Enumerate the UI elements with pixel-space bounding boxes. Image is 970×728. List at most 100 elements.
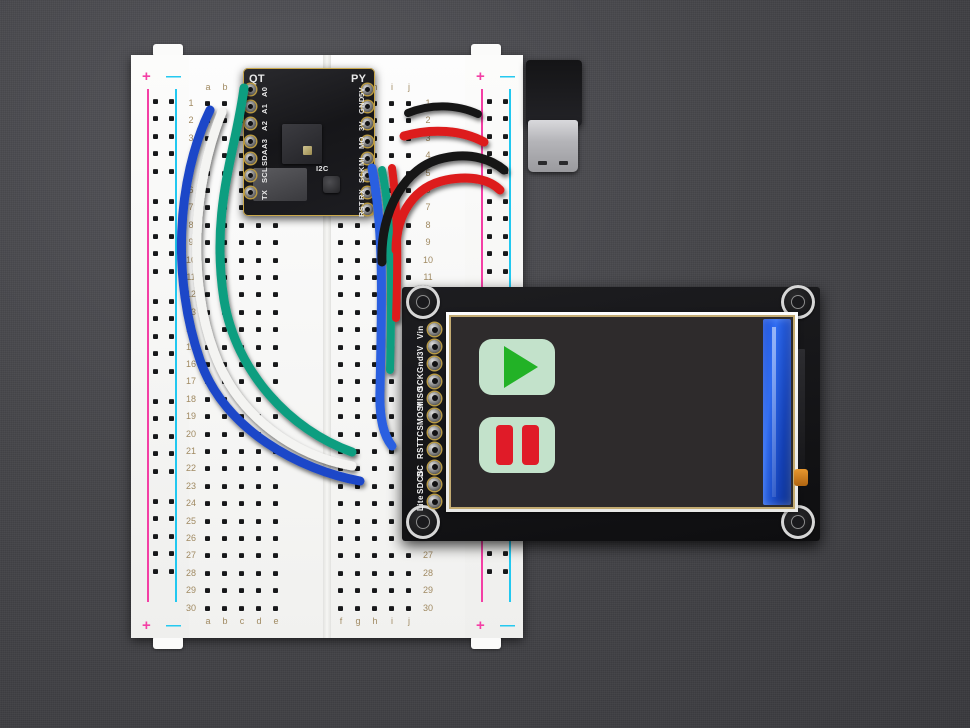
power-rail-hole[interactable] bbox=[153, 216, 158, 222]
breadboard-hole[interactable] bbox=[222, 396, 227, 402]
breadboard-hole[interactable] bbox=[256, 536, 261, 541]
breadboard-hole[interactable] bbox=[222, 588, 227, 594]
breadboard-hole[interactable] bbox=[239, 362, 244, 367]
breadboard-hole[interactable] bbox=[273, 431, 278, 437]
breadboard-hole[interactable] bbox=[273, 501, 278, 507]
breadboard-hole[interactable] bbox=[389, 449, 394, 454]
power-rail-hole[interactable] bbox=[169, 516, 174, 522]
breadboard-hole[interactable] bbox=[389, 205, 394, 211]
breadboard-hole[interactable] bbox=[222, 101, 227, 106]
breadboard-hole[interactable] bbox=[239, 553, 244, 559]
power-rail-hole[interactable] bbox=[169, 451, 174, 457]
breadboard-hole[interactable] bbox=[239, 449, 244, 454]
power-rail-hole[interactable] bbox=[169, 351, 174, 357]
breadboard-hole[interactable] bbox=[372, 362, 377, 367]
breadboard-hole[interactable] bbox=[273, 553, 278, 559]
breadboard-hole[interactable] bbox=[205, 344, 210, 350]
breadboard-hole[interactable] bbox=[273, 449, 278, 454]
breadboard-hole[interactable] bbox=[205, 414, 210, 420]
breadboard-hole[interactable] bbox=[389, 101, 394, 106]
breadboard-hole[interactable] bbox=[389, 188, 394, 193]
power-rail-hole[interactable] bbox=[169, 233, 174, 239]
power-rail-hole[interactable] bbox=[503, 133, 508, 139]
breadboard-hole[interactable] bbox=[338, 518, 343, 524]
breadboard-hole[interactable] bbox=[355, 414, 360, 420]
breadboard-hole[interactable] bbox=[273, 483, 278, 489]
breadboard-hole[interactable] bbox=[406, 153, 411, 159]
tft-pad-rst[interactable] bbox=[428, 443, 441, 457]
breadboard-hole[interactable] bbox=[273, 275, 278, 280]
breadboard-hole[interactable] bbox=[389, 362, 394, 367]
breadboard-hole[interactable] bbox=[256, 553, 261, 559]
breadboard-hole[interactable] bbox=[205, 101, 210, 106]
power-rail-hole[interactable] bbox=[153, 533, 158, 539]
qtpy-pad-a3[interactable] bbox=[245, 135, 256, 147]
breadboard-hole[interactable] bbox=[389, 344, 394, 350]
qtpy-pad-sda[interactable] bbox=[245, 152, 256, 164]
power-rail-hole[interactable] bbox=[169, 99, 174, 104]
breadboard-hole[interactable] bbox=[222, 466, 227, 472]
breadboard-hole[interactable] bbox=[239, 240, 244, 246]
breadboard-hole[interactable] bbox=[389, 466, 394, 472]
breadboard-hole[interactable] bbox=[222, 257, 227, 263]
breadboard-hole[interactable] bbox=[338, 292, 343, 298]
breadboard-hole[interactable] bbox=[372, 449, 377, 454]
breadboard-hole[interactable] bbox=[338, 257, 343, 263]
breadboard-hole[interactable] bbox=[222, 431, 227, 437]
power-rail-hole[interactable] bbox=[487, 151, 492, 157]
breadboard-hole[interactable] bbox=[239, 344, 244, 350]
breadboard-hole[interactable] bbox=[273, 536, 278, 541]
breadboard-hole[interactable] bbox=[222, 188, 227, 193]
breadboard-hole[interactable] bbox=[406, 135, 411, 141]
qtpy-pad-a1[interactable] bbox=[245, 101, 256, 113]
breadboard-hole[interactable] bbox=[355, 588, 360, 594]
breadboard-hole[interactable] bbox=[222, 379, 227, 385]
breadboard-hole[interactable] bbox=[222, 518, 227, 524]
power-rail-hole[interactable] bbox=[153, 399, 158, 404]
breadboard-hole[interactable] bbox=[372, 396, 377, 402]
breadboard-hole[interactable] bbox=[205, 605, 210, 611]
breadboard-hole[interactable] bbox=[222, 292, 227, 298]
power-rail-hole[interactable] bbox=[169, 168, 174, 174]
power-rail-hole[interactable] bbox=[503, 168, 508, 174]
power-rail-hole[interactable] bbox=[153, 568, 158, 574]
reset-button[interactable] bbox=[323, 176, 340, 193]
breadboard-hole[interactable] bbox=[205, 118, 210, 124]
power-rail-hole[interactable] bbox=[153, 316, 158, 322]
breadboard-hole[interactable] bbox=[273, 327, 278, 333]
breadboard-hole[interactable] bbox=[355, 240, 360, 246]
breadboard-hole[interactable] bbox=[256, 431, 261, 437]
power-rail-hole[interactable] bbox=[503, 568, 508, 574]
breadboard-hole[interactable] bbox=[256, 257, 261, 263]
power-rail-hole[interactable] bbox=[169, 551, 174, 557]
power-rail-hole[interactable] bbox=[503, 233, 508, 239]
power-rail-hole[interactable] bbox=[169, 316, 174, 322]
breadboard-hole[interactable] bbox=[239, 536, 244, 541]
breadboard-hole[interactable] bbox=[239, 379, 244, 385]
power-rail-hole[interactable] bbox=[153, 133, 158, 139]
breadboard-hole[interactable] bbox=[389, 153, 394, 159]
breadboard-hole[interactable] bbox=[355, 275, 360, 280]
breadboard-hole[interactable] bbox=[338, 275, 343, 280]
breadboard-hole[interactable] bbox=[372, 588, 377, 594]
power-rail-hole[interactable] bbox=[153, 468, 158, 474]
breadboard-hole[interactable] bbox=[355, 570, 360, 576]
breadboard-hole[interactable] bbox=[205, 362, 210, 367]
breadboard-hole[interactable] bbox=[406, 118, 411, 124]
breadboard-hole[interactable] bbox=[338, 344, 343, 350]
qtpy-pad-a2[interactable] bbox=[245, 118, 256, 130]
power-rail-hole[interactable] bbox=[153, 299, 158, 304]
breadboard-hole[interactable] bbox=[406, 205, 411, 211]
breadboard-hole[interactable] bbox=[273, 240, 278, 246]
breadboard-hole[interactable] bbox=[205, 188, 210, 193]
tft-pad-sck[interactable] bbox=[428, 374, 441, 388]
breadboard-hole[interactable] bbox=[338, 501, 343, 507]
qtpy-pad-a0[interactable] bbox=[245, 84, 256, 95]
breadboard-hole[interactable] bbox=[273, 466, 278, 472]
breadboard-hole[interactable] bbox=[372, 605, 377, 611]
breadboard-hole[interactable] bbox=[256, 309, 261, 315]
power-rail-hole[interactable] bbox=[169, 416, 174, 422]
breadboard-hole[interactable] bbox=[256, 570, 261, 576]
breadboard-hole[interactable] bbox=[239, 327, 244, 333]
